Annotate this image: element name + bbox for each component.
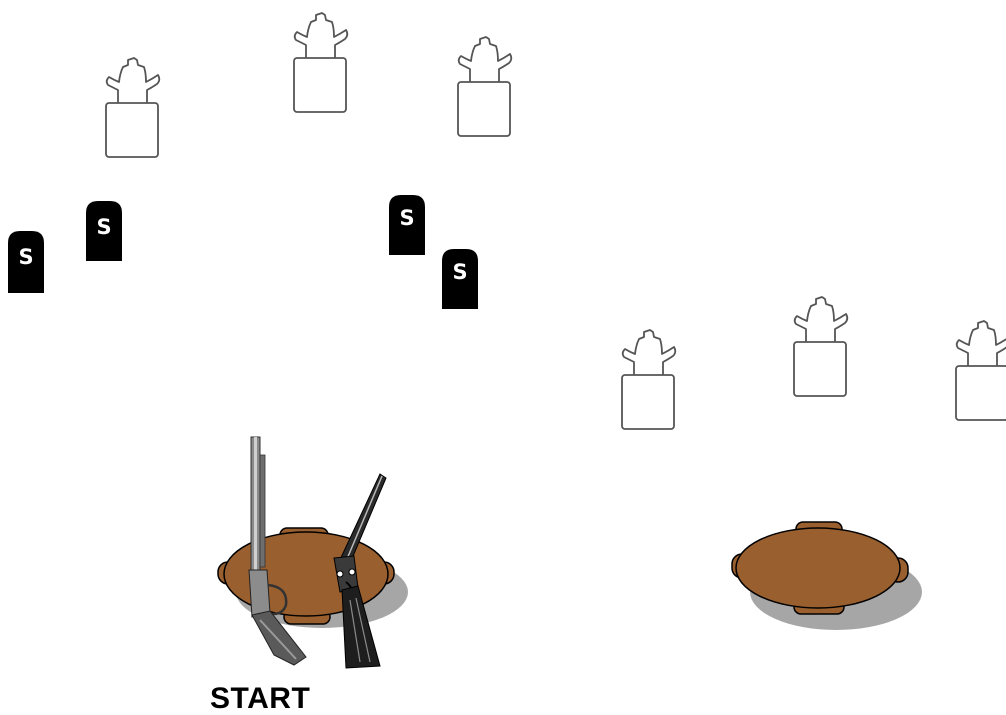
s-marker-4: S bbox=[442, 249, 478, 309]
s-marker-letter: S bbox=[96, 215, 111, 239]
start-label: START bbox=[210, 682, 310, 715]
s-marker-3: S bbox=[389, 195, 425, 255]
cowboy-target-5 bbox=[788, 294, 852, 399]
shotgun-image bbox=[326, 470, 388, 670]
right-barrel bbox=[730, 520, 930, 635]
cowboy-target-4 bbox=[616, 327, 680, 432]
cowboy-target-1 bbox=[100, 55, 164, 160]
s-marker-1: S bbox=[8, 231, 44, 293]
s-marker-letter: S bbox=[452, 260, 467, 284]
s-marker-letter: S bbox=[18, 245, 33, 269]
rifle-image bbox=[236, 435, 311, 667]
cowboy-target-6 bbox=[950, 318, 1006, 423]
s-marker-2: S bbox=[86, 201, 122, 261]
s-marker-letter: S bbox=[399, 206, 414, 230]
cowboy-target-3 bbox=[452, 34, 516, 139]
cowboy-target-2 bbox=[288, 10, 352, 115]
